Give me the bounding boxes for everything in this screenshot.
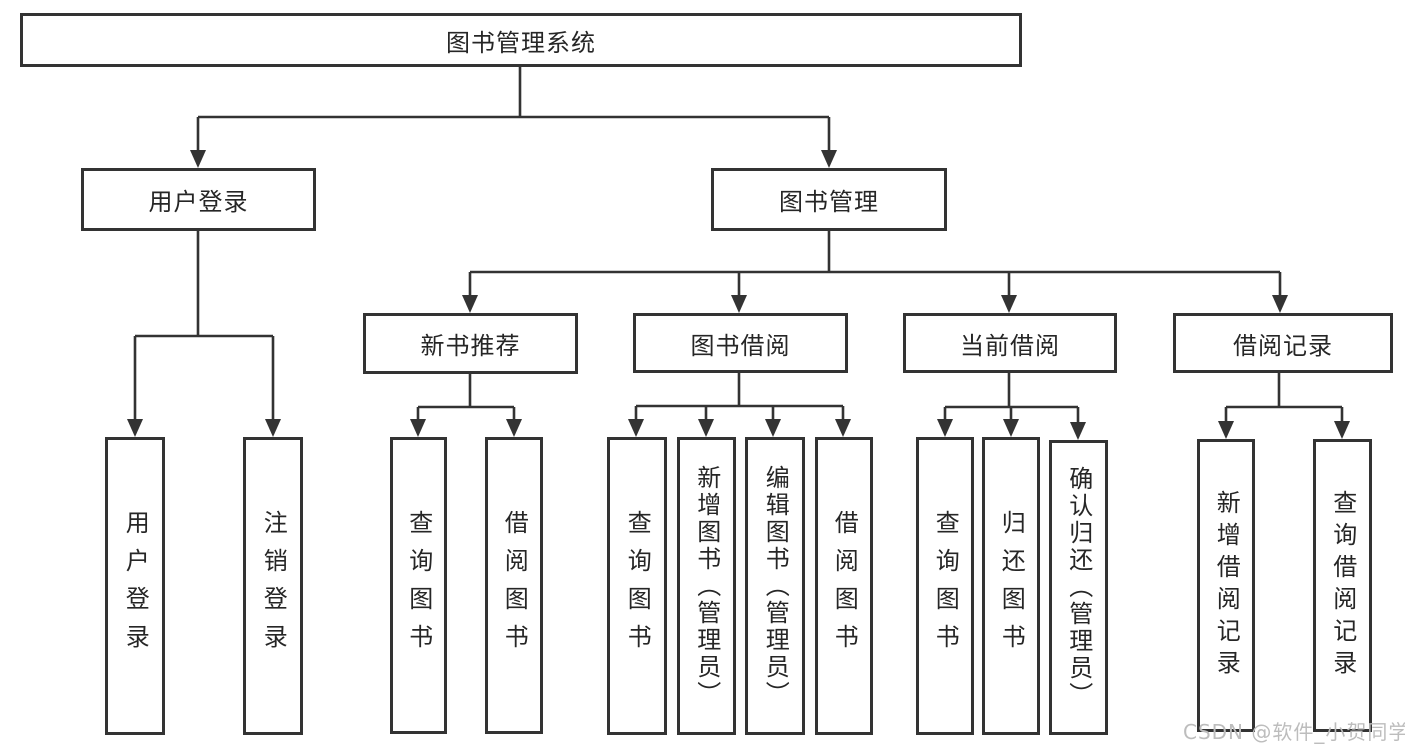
leaf-cb-return-books: 归还图书 xyxy=(982,437,1040,735)
leaf-bb-borrow-books-label: 借阅图书 xyxy=(830,510,859,662)
leaf-cb-query-books-label: 查询图书 xyxy=(931,510,960,662)
leaf-bb-query-books-label: 查询图书 xyxy=(623,510,652,662)
leaf-bb-add-books-admin-label: 新增图书（管理员） xyxy=(692,464,721,708)
node-book-management-label: 图书管理 xyxy=(779,188,879,216)
node-borrow-records-label: 借阅记录 xyxy=(1233,331,1333,360)
leaf-bb-add-books-admin: 新增图书（管理员） xyxy=(677,437,736,735)
node-new-book-recommend: 新书推荐 xyxy=(363,313,578,374)
csdn-watermark: CSDN @软件_小贺同学 xyxy=(1183,720,1405,744)
leaf-cb-return-books-label: 归还图书 xyxy=(997,510,1026,662)
node-borrow-records: 借阅记录 xyxy=(1173,313,1393,373)
leaf-nb-query-books: 查询图书 xyxy=(390,437,447,734)
leaf-cb-query-books: 查询图书 xyxy=(916,437,974,735)
leaf-nb-query-books-label: 查询图书 xyxy=(404,509,433,662)
leaf-br-query-record-label: 查询借阅记录 xyxy=(1328,489,1357,682)
node-root: 图书管理系统 xyxy=(20,13,1022,67)
leaf-br-add-record-label: 新增借阅记录 xyxy=(1212,489,1241,682)
node-user-login-label: 用户登录 xyxy=(148,188,249,216)
node-user-login: 用户登录 xyxy=(81,168,316,231)
leaf-cb-confirm-return-admin: 确认归还（管理员） xyxy=(1049,440,1108,735)
leaf-bb-borrow-books: 借阅图书 xyxy=(815,437,873,735)
leaf-logout-login-label: 注销登录 xyxy=(259,510,288,662)
node-current-borrow-label: 当前借阅 xyxy=(960,331,1060,360)
leaf-bb-query-books: 查询图书 xyxy=(607,437,667,735)
leaf-bb-edit-books-admin: 编辑图书（管理员） xyxy=(745,437,805,735)
leaf-user-login-label: 用户登录 xyxy=(121,510,150,662)
node-book-borrow: 图书借阅 xyxy=(633,313,848,373)
leaf-nb-borrow-books: 借阅图书 xyxy=(485,437,543,734)
leaf-logout-login: 注销登录 xyxy=(243,437,303,735)
leaf-user-login: 用户登录 xyxy=(105,437,165,735)
leaf-nb-borrow-books-label: 借阅图书 xyxy=(500,509,529,662)
node-book-management: 图书管理 xyxy=(711,168,947,231)
node-root-label: 图书管理系统 xyxy=(446,28,596,57)
node-book-borrow-label: 图书借阅 xyxy=(690,331,791,360)
edge-lines xyxy=(133,67,1344,424)
node-current-borrow: 当前借阅 xyxy=(903,313,1117,373)
arrowhead-icons xyxy=(127,150,1350,440)
leaf-bb-edit-books-admin-label: 编辑图书（管理员） xyxy=(761,464,790,708)
node-new-book-recommend-label: 新书推荐 xyxy=(420,332,521,360)
leaf-cb-confirm-return-admin-label: 确认归还（管理员） xyxy=(1064,466,1093,709)
leaf-br-query-record: 查询借阅记录 xyxy=(1313,439,1372,732)
leaf-br-add-record: 新增借阅记录 xyxy=(1197,439,1255,732)
